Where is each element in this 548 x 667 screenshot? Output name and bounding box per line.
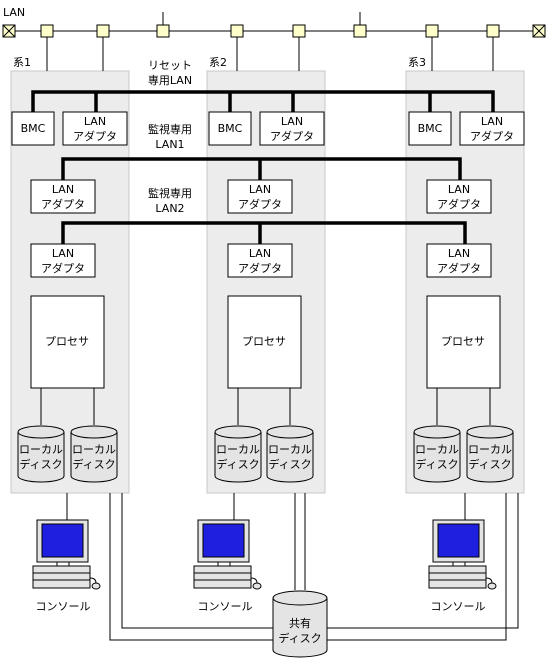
svg-text:LAN: LAN (249, 247, 271, 260)
svg-text:プロセサ: プロセサ (242, 335, 286, 348)
system-2-label: 系2 (209, 56, 227, 69)
system-2-local-disk-2: ローカル ディスク (266, 425, 314, 483)
console-label: コンソール (431, 600, 486, 613)
svg-text:ディスク: ディスク (216, 457, 259, 471)
svg-text:ローカル: ローカル (468, 443, 512, 456)
svg-text:ローカル: ローカル (216, 443, 260, 456)
lan-nodes (40, 24, 500, 38)
reset-lan-bus (31, 90, 495, 112)
system-3-local-disk-2: ローカル ディスク (466, 425, 514, 483)
processor-disk-wires (40, 388, 491, 425)
bmc-label: BMC (418, 122, 443, 135)
bmc-label: BMC (218, 122, 243, 135)
system-3-monitor-lan2-adapter: LAN アダプタ (426, 243, 492, 278)
svg-text:LAN: LAN (448, 247, 470, 260)
system-1-processor: プロセサ (30, 295, 105, 389)
lan-terminator-left (2, 24, 16, 38)
svg-text:LAN: LAN (481, 115, 503, 128)
svg-text:LAN: LAN (52, 247, 74, 260)
monitor-lan1-label-2: LAN1 (155, 138, 184, 151)
svg-text:LAN: LAN (52, 183, 74, 196)
svg-text:ディスク: ディスク (268, 457, 311, 471)
svg-text:アダプタ: アダプタ (238, 197, 282, 211)
lan-label: LAN (3, 6, 25, 19)
shared-disk-cables (109, 493, 519, 641)
svg-text:ディスク: ディスク (468, 457, 511, 471)
bmc-label: BMC (21, 122, 46, 135)
system-2-monitor-lan1-adapter: LAN アダプタ (227, 179, 293, 214)
svg-text:ローカル: ローカル (19, 443, 63, 456)
reset-lan-label-1: リセット (148, 59, 192, 72)
svg-text:アダプタ: アダプタ (73, 129, 117, 143)
system-3-processor: プロセサ (426, 295, 501, 389)
system-3-bmc: BMC (408, 111, 452, 146)
svg-text:アダプタ: アダプタ (470, 129, 514, 143)
svg-text:プロセサ: プロセサ (45, 335, 89, 348)
console-label: コンソール (198, 600, 253, 613)
svg-text:アダプタ: アダプタ (41, 197, 85, 211)
system-1-bmc: BMC (11, 111, 55, 146)
console-label: コンソール (36, 600, 91, 613)
svg-text:ローカル: ローカル (268, 443, 312, 456)
system-1-console: コンソール (32, 519, 101, 613)
system-2-local-disk-1: ローカル ディスク (214, 425, 262, 483)
console-wires (66, 493, 466, 520)
svg-text:共有: 共有 (289, 616, 311, 630)
shared-disk: 共有 ディスク (272, 590, 328, 658)
system-1-label: 系1 (13, 56, 31, 69)
computer-icon (32, 519, 101, 590)
svg-text:ディスク: ディスク (72, 457, 115, 471)
system-2-bmc: BMC (208, 111, 252, 146)
monitor-lan1-bus (61, 157, 462, 180)
svg-text:アダプタ: アダプタ (437, 197, 481, 211)
system-1-monitor-lan2-adapter: LAN アダプタ (30, 243, 96, 278)
computer-icon (428, 519, 497, 590)
lan-network (7, 12, 541, 71)
monitor-lan1-label-1: 監視専用 (148, 122, 192, 136)
monitor-lan2-label-2: LAN2 (155, 202, 184, 215)
monitor-lan2-bus (61, 221, 467, 244)
system-3-reset-lan-adapter: LAN アダプタ (459, 111, 525, 146)
svg-text:ローカル: ローカル (415, 443, 459, 456)
system-2-processor: プロセサ (227, 295, 302, 389)
svg-text:ディスク: ディスク (415, 457, 458, 471)
svg-text:アダプタ: アダプタ (437, 261, 481, 275)
monitor-lan2-label-1: 監視専用 (148, 186, 192, 200)
svg-text:LAN: LAN (249, 183, 271, 196)
svg-text:アダプタ: アダプタ (270, 129, 314, 143)
svg-text:LAN: LAN (281, 115, 303, 128)
reset-lan-label-2: 専用LAN (148, 74, 192, 87)
system-2-reset-lan-adapter: LAN アダプタ (259, 111, 325, 146)
svg-text:LAN: LAN (448, 183, 470, 196)
system-3-monitor-lan1-adapter: LAN アダプタ (426, 179, 492, 214)
system-1-local-disk-2: ローカル ディスク (70, 425, 118, 483)
svg-text:アダプタ: アダプタ (41, 261, 85, 275)
system-1-reset-lan-adapter: LAN アダプタ (62, 111, 128, 146)
computer-icon (193, 519, 262, 590)
svg-text:ローカル: ローカル (72, 443, 116, 456)
svg-text:ディスク: ディスク (278, 631, 321, 645)
svg-text:LAN: LAN (84, 115, 106, 128)
system-1-monitor-lan1-adapter: LAN アダプタ (30, 179, 96, 214)
svg-text:プロセサ: プロセサ (441, 335, 485, 348)
svg-text:ディスク: ディスク (19, 457, 62, 471)
system-2-monitor-lan2-adapter: LAN アダプタ (227, 243, 293, 278)
system-3-console: コンソール (428, 519, 497, 613)
system-1-local-disk-1: ローカル ディスク (17, 425, 65, 483)
lan-terminator-right (532, 24, 546, 38)
system-2-console: コンソール (193, 519, 262, 613)
svg-text:アダプタ: アダプタ (238, 261, 282, 275)
system-3-local-disk-1: ローカル ディスク (413, 425, 461, 483)
system-3-label: 系3 (408, 56, 426, 69)
